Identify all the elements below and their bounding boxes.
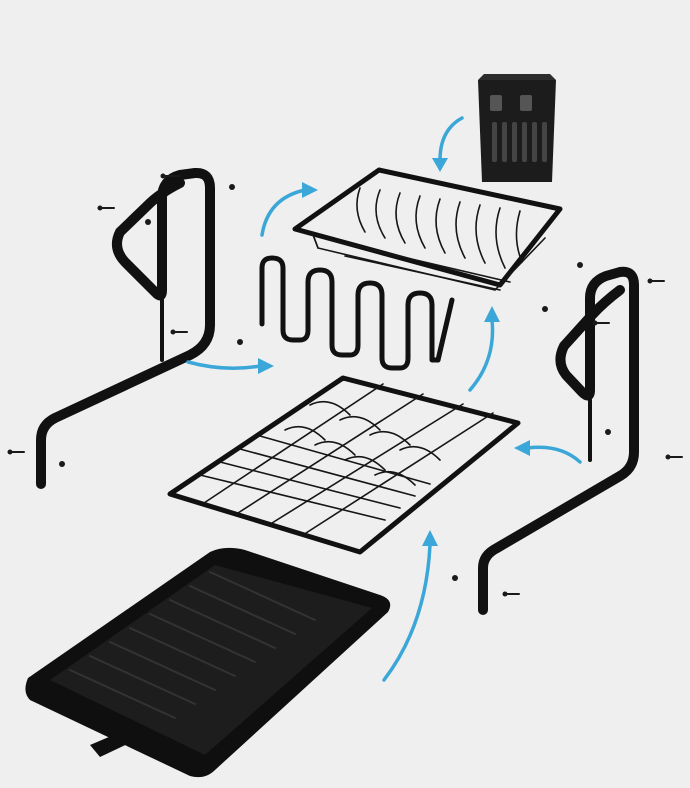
holder-vents	[492, 122, 547, 162]
holder-slot	[490, 95, 502, 111]
screw	[59, 461, 65, 467]
screw	[665, 454, 683, 460]
screw	[647, 278, 665, 284]
arrow-icon	[514, 440, 582, 464]
tray-grooves	[69, 571, 316, 719]
assembly-arrows	[186, 116, 582, 682]
plate-rack	[167, 375, 521, 555]
right-side-frame	[478, 266, 639, 615]
screw	[592, 320, 610, 326]
screw	[452, 575, 458, 581]
screw	[97, 205, 115, 211]
screws	[7, 173, 683, 597]
cup-hooks	[259, 255, 455, 371]
screw	[237, 339, 243, 345]
screw	[605, 429, 611, 435]
utensil-holder	[478, 74, 556, 182]
arrow-icon	[468, 306, 500, 392]
plate-arcs	[284, 400, 441, 486]
drain-spout	[90, 728, 140, 757]
left-side-frame	[36, 167, 215, 489]
screw	[145, 219, 151, 225]
arrow-icon	[260, 182, 318, 237]
arrow-icon	[432, 116, 464, 172]
screw	[170, 329, 188, 335]
drip-tray	[25, 547, 391, 778]
screw	[502, 591, 520, 597]
screw	[160, 173, 181, 179]
arrow-icon	[382, 530, 438, 682]
screw	[229, 184, 235, 190]
screw	[7, 449, 25, 455]
arrow-icon	[186, 358, 274, 374]
screw	[577, 262, 583, 268]
basket-bars	[329, 187, 523, 291]
upper-basket	[292, 167, 563, 291]
holder-slot	[520, 95, 532, 111]
screw	[542, 306, 548, 312]
plate-grid	[199, 435, 431, 521]
